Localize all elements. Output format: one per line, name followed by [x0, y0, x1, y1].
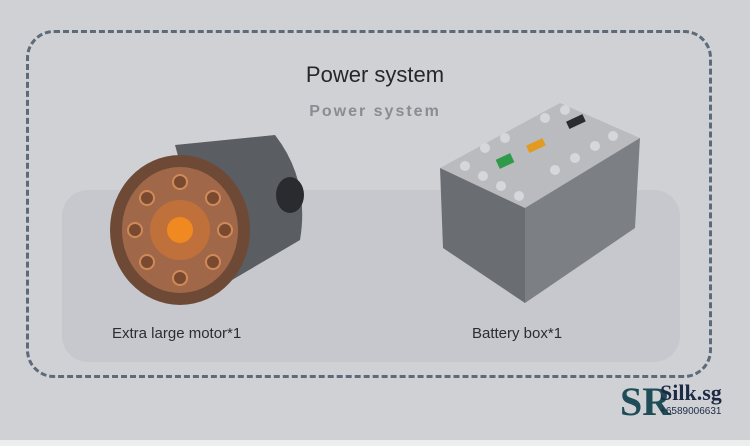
motor-label: Extra large motor*1 [112, 325, 242, 342]
battery-box-image [440, 103, 640, 303]
motor-image [110, 135, 304, 305]
watermark-brand: Silk.sg [660, 380, 722, 405]
dashed-frame [26, 30, 712, 378]
page-title: Power system [305, 62, 445, 87]
battery-box-label: Battery box*1 [472, 325, 563, 342]
watermark-phone: +6589006631 [660, 406, 722, 417]
watermark: SR Silk.sg +6589006631 [618, 378, 750, 424]
page-subtitle: Power system [309, 103, 441, 120]
watermark-logo: SR [620, 379, 672, 424]
bottom-strip [0, 440, 750, 446]
